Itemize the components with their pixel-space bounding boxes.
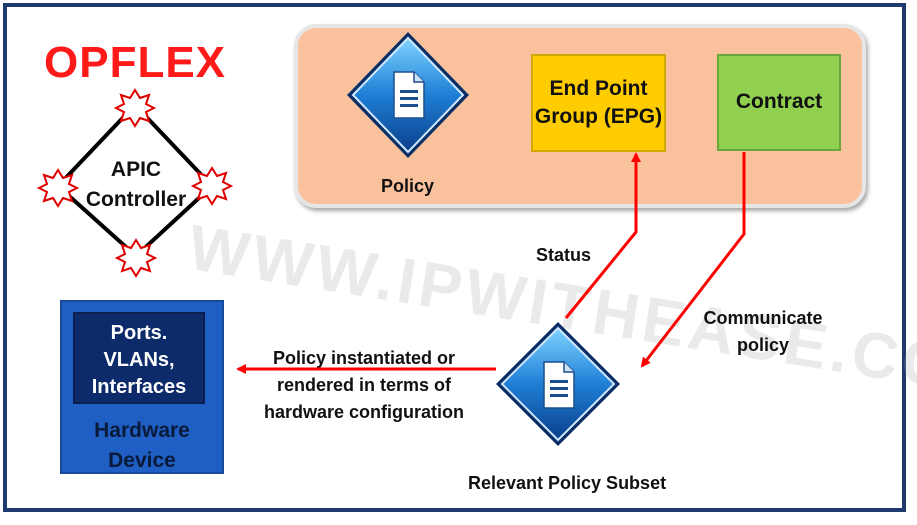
epg-label-line2: Group (EPG) — [534, 105, 663, 128]
contract-label: Contract — [735, 90, 823, 114]
instantiated-label: Policy instantiated or rendered in terms… — [250, 345, 478, 426]
instantiated-line2: rendered in terms of — [276, 375, 452, 395]
policy-document-icon — [347, 32, 469, 158]
starburst-node-icon-left — [36, 168, 80, 208]
status-arrow — [564, 152, 641, 319]
communicate-line2: policy — [736, 335, 789, 355]
hw-inner-line2: VLANs, — [103, 349, 175, 371]
hardware-device-label: Hardware Device — [60, 416, 224, 477]
relevant-policy-document-icon — [496, 322, 620, 446]
hw-inner-line1: Ports. — [110, 322, 168, 344]
instantiated-line1: Policy instantiated or — [272, 348, 456, 368]
communicate-line1: Communicate — [703, 308, 823, 328]
contract-box: Contract — [717, 54, 841, 151]
relevant-subset-label: Relevant Policy Subset — [468, 473, 667, 493]
communicate-policy-label: Communicate policy — [698, 305, 828, 359]
starburst-node-icon-right — [190, 166, 234, 206]
epg-box: End Point Group (EPG) — [531, 54, 666, 152]
instantiated-line3: hardware configuration — [263, 402, 465, 422]
starburst-node-icon-top — [113, 88, 157, 128]
policy-label: Policy — [381, 176, 435, 196]
apic-label-line1: APIC — [110, 158, 162, 181]
epg-label-line1: End Point — [549, 76, 648, 100]
starburst-node-icon-bottom — [114, 238, 158, 278]
status-label: Status — [536, 245, 592, 265]
hw-label-line1: Hardware — [94, 419, 190, 442]
hw-inner-line3: Interfaces — [91, 376, 187, 398]
hw-label-line2: Device — [108, 449, 176, 473]
communicate-arrow — [640, 152, 746, 368]
ports-vlans-box: Ports. VLANs, Interfaces — [73, 312, 205, 404]
diagram-title: OPFLEX — [44, 38, 227, 87]
apic-label-line2: Controller — [85, 188, 187, 211]
